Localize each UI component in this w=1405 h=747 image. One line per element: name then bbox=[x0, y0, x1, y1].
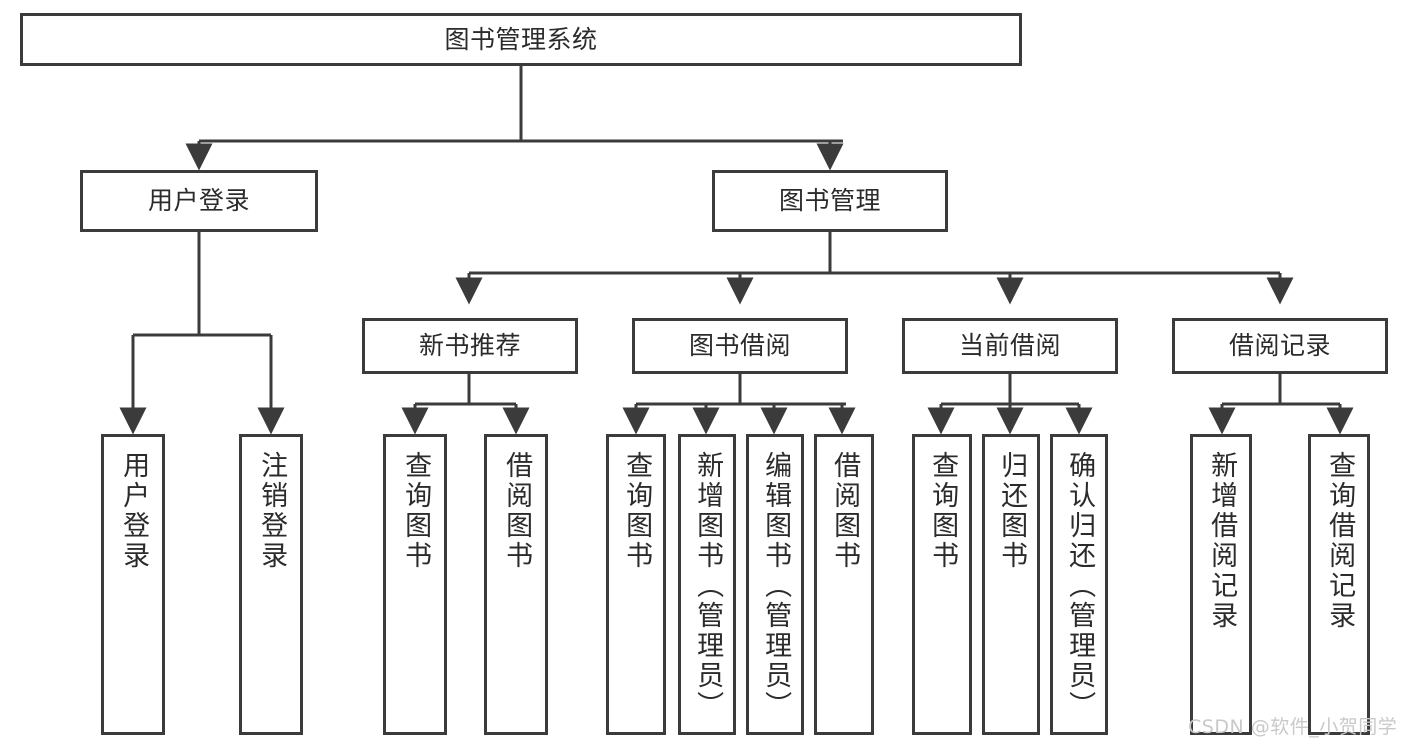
node-label: 借阅图书 bbox=[501, 451, 533, 571]
node-label: 新书推荐 bbox=[418, 331, 521, 361]
node-label: 查询借阅记录 bbox=[1324, 451, 1356, 631]
node-book-management-system[interactable]: 图书管理系统 bbox=[20, 13, 1022, 66]
leaf-borrow-book-borrow[interactable]: 借阅图书 bbox=[814, 434, 874, 735]
leaf-logout-login[interactable]: 注销登录 bbox=[239, 434, 303, 735]
leaf-query-borrow-record[interactable]: 查询借阅记录 bbox=[1308, 434, 1370, 735]
node-label: 图书管理 bbox=[778, 186, 881, 216]
node-book-manage[interactable]: 图书管理 bbox=[712, 170, 948, 232]
node-label: 查询图书 bbox=[621, 451, 653, 571]
leaf-add-book-admin[interactable]: 新增图书（管理员） bbox=[678, 434, 736, 735]
node-label: 查询图书 bbox=[400, 451, 432, 571]
leaf-return-book[interactable]: 归还图书 bbox=[982, 434, 1040, 735]
leaf-borrow-book-recommend[interactable]: 借阅图书 bbox=[484, 434, 548, 735]
node-user-login[interactable]: 用户登录 bbox=[80, 170, 318, 232]
node-label: 查询图书 bbox=[927, 451, 959, 571]
node-label: 借阅图书 bbox=[829, 451, 861, 571]
node-new-book-recommend[interactable]: 新书推荐 bbox=[362, 318, 578, 374]
leaf-user-login[interactable]: 用户登录 bbox=[101, 434, 165, 735]
node-label: 归还图书 bbox=[996, 451, 1028, 571]
node-label: 图书借阅 bbox=[688, 331, 791, 361]
node-label: 确认归还（管理员） bbox=[1064, 451, 1096, 721]
node-label: 用户登录 bbox=[118, 451, 150, 571]
node-label: 新增借阅记录 bbox=[1206, 451, 1238, 631]
node-label: 注销登录 bbox=[256, 451, 288, 571]
node-book-borrow[interactable]: 图书借阅 bbox=[632, 318, 848, 374]
leaf-query-book-borrow[interactable]: 查询图书 bbox=[606, 434, 666, 735]
leaf-confirm-return-admin[interactable]: 确认归还（管理员） bbox=[1050, 434, 1108, 735]
node-label: 新增图书（管理员） bbox=[692, 451, 724, 721]
leaf-query-book-recommend[interactable]: 查询图书 bbox=[383, 434, 447, 735]
csdn-watermark: CSDN @软件_小贺同学 bbox=[1188, 716, 1398, 738]
node-label: 借阅记录 bbox=[1228, 331, 1331, 361]
node-label: 图书管理系统 bbox=[444, 24, 598, 54]
node-label: 当前借阅 bbox=[958, 331, 1061, 361]
node-borrow-record[interactable]: 借阅记录 bbox=[1172, 318, 1388, 374]
leaf-add-borrow-record[interactable]: 新增借阅记录 bbox=[1190, 434, 1252, 735]
leaf-edit-book-admin[interactable]: 编辑图书（管理员） bbox=[746, 434, 804, 735]
node-label: 编辑图书（管理员） bbox=[760, 451, 792, 721]
node-label: 用户登录 bbox=[147, 186, 250, 216]
node-current-borrow[interactable]: 当前借阅 bbox=[902, 318, 1118, 374]
leaf-query-book-current[interactable]: 查询图书 bbox=[912, 434, 972, 735]
